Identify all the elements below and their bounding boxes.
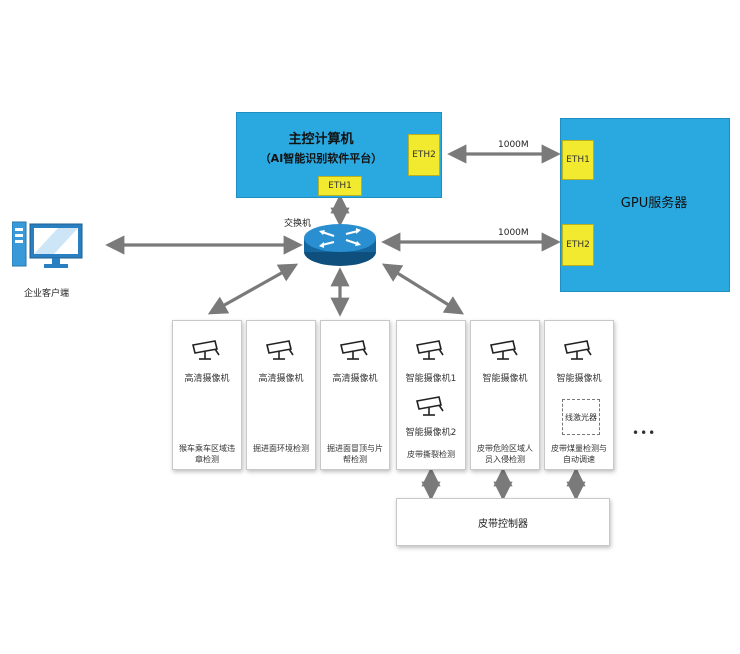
gpu-server-eth2: ETH2 [562,224,594,266]
switch-icon [304,224,376,266]
ellipsis: ••• [632,426,657,440]
camera-icon [416,396,444,416]
gpu-server-eth1: ETH1 [562,140,594,180]
laser-label: 线激光器 [565,412,597,422]
camera-label: 智能摄像机 [556,374,602,384]
panel-description: 掘进面冒顶与片帮检测 [327,444,383,464]
main-computer-eth2: ETH2 [408,134,440,176]
switch-label: 交换机 [284,219,312,229]
panel-description: 皮带危险区域人员入侵检测 [477,444,533,464]
arrow-switch-panel1 [207,263,299,315]
belt-controller-label: 皮带控制器 [478,518,528,530]
camera-panel-3: 高清摄像机 掘进面冒顶与片帮检测 [320,320,390,470]
camera-label-2: 智能摄像机2 [405,428,457,438]
camera-label: 智能摄像机1 [405,374,457,384]
camera-label: 高清摄像机 [332,374,378,384]
link-speed-top: 1000M [498,140,529,150]
panel-description: 掘进面环境检测 [253,444,309,453]
camera-panel-1: 高清摄像机 猴车乘车区域违章检测 [172,320,242,470]
camera-icon [266,340,294,360]
computer-icon [12,221,83,268]
camera-label: 高清摄像机 [258,374,304,384]
camera-panel-5: 智能摄像机 皮带危险区域人员入侵检测 [470,320,540,470]
client-label: 企业客户端 [24,289,70,299]
camera-label: 高清摄像机 [184,374,230,384]
main-computer-subtitle: （AI智能识别软件平台） [259,152,383,165]
camera-icon [490,340,518,360]
link-speed-bottom: 1000M [498,228,529,238]
panel-description: 皮带撕裂检测 [407,450,455,459]
camera-icon [340,340,368,360]
camera-icon [192,340,220,360]
camera-panel-2: 高清摄像机 掘进面环境检测 [246,320,316,470]
camera-icon [416,340,444,360]
panel-description: 皮带煤量检测与自动调速 [551,444,607,464]
belt-controller-box: 皮带控制器 [396,498,610,546]
camera-panel-4: 智能摄像机1 智能摄像机2 皮带撕裂检测 [396,320,466,470]
main-computer-title: 主控计算机 [288,132,354,147]
camera-label: 智能摄像机 [482,374,528,384]
camera-icon [564,340,592,360]
laser-box: 线激光器 [562,399,600,435]
main-computer-eth1: ETH1 [318,176,362,196]
camera-panel-6: 智能摄像机 线激光器 皮带煤量检测与自动调速 [544,320,614,470]
panel-description: 猴车乘车区域违章检测 [179,444,235,464]
gpu-server-title: GPU服务器 [620,196,688,211]
arrow-switch-panel4 [381,263,465,315]
